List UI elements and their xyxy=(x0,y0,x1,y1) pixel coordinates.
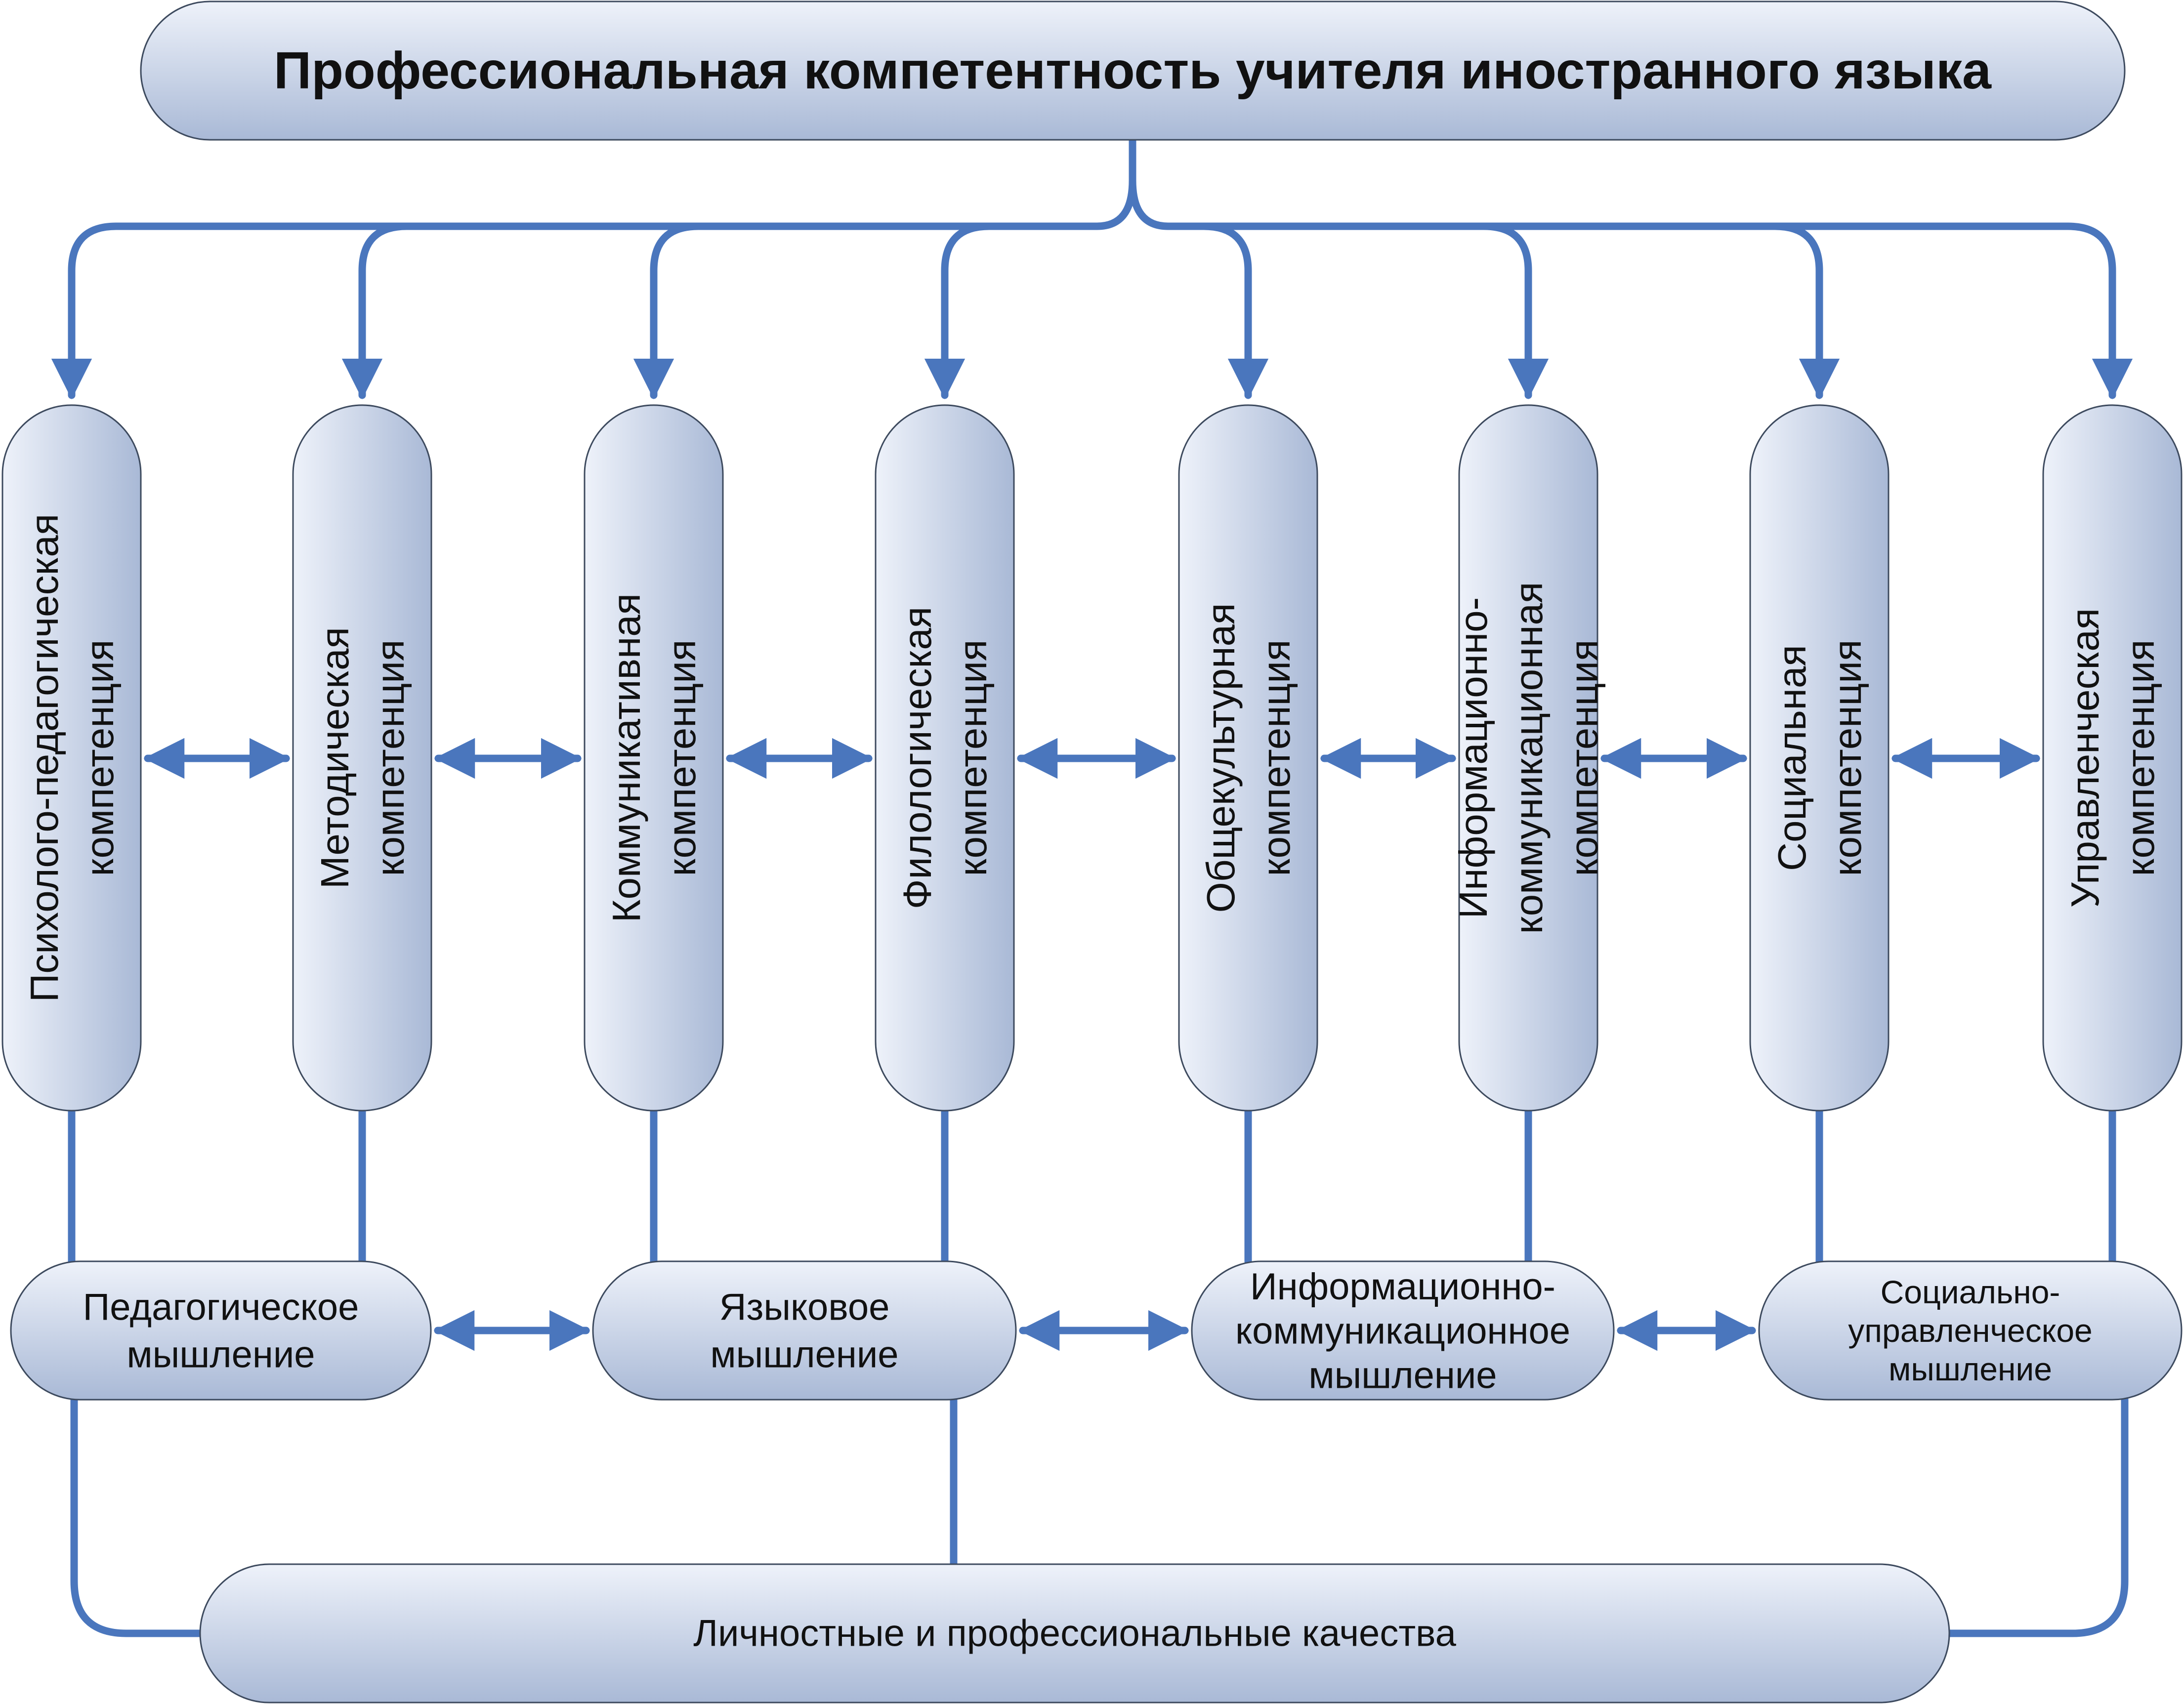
competency-label-line: компетенция xyxy=(660,640,704,876)
competency-label-line: Общекультурная xyxy=(1199,603,1243,913)
thinking-label-line: Педагогическое xyxy=(83,1287,359,1329)
competency-label-line: Информационно- xyxy=(1451,597,1495,918)
competency-label-line: компетенция xyxy=(1562,640,1606,876)
branch-arrow xyxy=(1200,222,1269,400)
branch-arrow xyxy=(633,222,702,400)
competency-label: Филологическая компетенция xyxy=(895,607,995,910)
competency-pill xyxy=(1749,404,1890,1112)
competency-pill xyxy=(292,404,432,1112)
thinking-pill xyxy=(1758,1260,2183,1401)
branch-arrow xyxy=(924,222,993,400)
competency-label: Коммуникативная компетенция xyxy=(604,593,704,922)
competency-label-line: компетенция xyxy=(78,640,122,876)
competency-pill xyxy=(2042,404,2183,1112)
competency-pill xyxy=(1458,404,1598,1112)
competency-pill xyxy=(1178,404,1318,1112)
competency-label: Психолого-педагогическая компетенция xyxy=(22,514,122,1002)
competency-label-line: коммуникационная xyxy=(1507,582,1551,934)
competency-label-line: компетенция xyxy=(1825,640,1869,876)
qualities-connector xyxy=(1945,1396,2129,1637)
thinking-label-line: мышление xyxy=(126,1334,315,1376)
thinking-label-line: управленческое xyxy=(1848,1312,2092,1349)
thinking-label-line: коммуникационное xyxy=(1235,1310,1570,1352)
competency-label-line: компетенция xyxy=(2118,640,2162,876)
branch-arrow xyxy=(51,222,120,400)
competency-label-line: Психолого-педагогическая xyxy=(22,514,66,1002)
competency-label-line: компетенция xyxy=(1254,640,1298,876)
qualities-box: Личностные и профессиональные качества xyxy=(199,1563,1950,1704)
thinking-pill xyxy=(592,1260,1017,1401)
thinking-label: Педагогическое мышление xyxy=(83,1287,359,1376)
thinking-label: Языковое мышление xyxy=(710,1287,898,1376)
branch-arrow xyxy=(1771,222,1840,400)
competency-philological: Филологическая компетенция xyxy=(875,404,1015,1112)
branch-arrow xyxy=(1480,222,1549,400)
thinking-pedagogical: Педагогическое мышление xyxy=(10,1260,432,1401)
competency-pill xyxy=(584,404,724,1112)
competency-communicative: Коммуникативная компетенция xyxy=(584,404,724,1112)
competency-label-line: Социальная xyxy=(1770,645,1814,871)
page-title: Профессиональная компетентность учителя … xyxy=(274,42,1992,100)
thinking-label-line: мышление xyxy=(1308,1354,1497,1396)
competency-pill xyxy=(1,404,142,1112)
branch-arrow xyxy=(2064,222,2133,400)
competency-label-line: Филологическая xyxy=(895,607,939,910)
thinking-label-line: Языковое xyxy=(719,1287,890,1329)
thinking-pill xyxy=(10,1260,432,1401)
competency-pill xyxy=(875,404,1015,1112)
competency-label-line: Методическая xyxy=(313,627,357,889)
thinking-label-line: мышление xyxy=(1889,1351,2052,1387)
competency-label-line: Коммуникативная xyxy=(604,593,648,922)
competency-label-line: компетенция xyxy=(368,640,412,876)
competency-label-line: компетенция xyxy=(951,640,995,876)
qualities-label: Личностные и профессиональные качества xyxy=(693,1613,1457,1655)
thinking-pill xyxy=(1191,1260,1615,1401)
competency-label-line: Управленческая xyxy=(2063,608,2107,908)
competency-psycho-pedagogical: Психолого-педагогическая компетенция xyxy=(1,404,142,1112)
thinking-linguistic: Языковое мышление xyxy=(592,1260,1017,1401)
qualities-connector xyxy=(70,1396,204,1637)
thinking-label-line: Информационно- xyxy=(1250,1266,1555,1308)
title-box: Профессиональная компетентность учителя … xyxy=(140,0,2126,141)
thinking-label-line: Социально- xyxy=(1881,1274,2060,1310)
connector-lines xyxy=(51,136,2133,1637)
thinking-label-line: мышление xyxy=(710,1334,898,1376)
branch-arrow xyxy=(341,222,411,400)
